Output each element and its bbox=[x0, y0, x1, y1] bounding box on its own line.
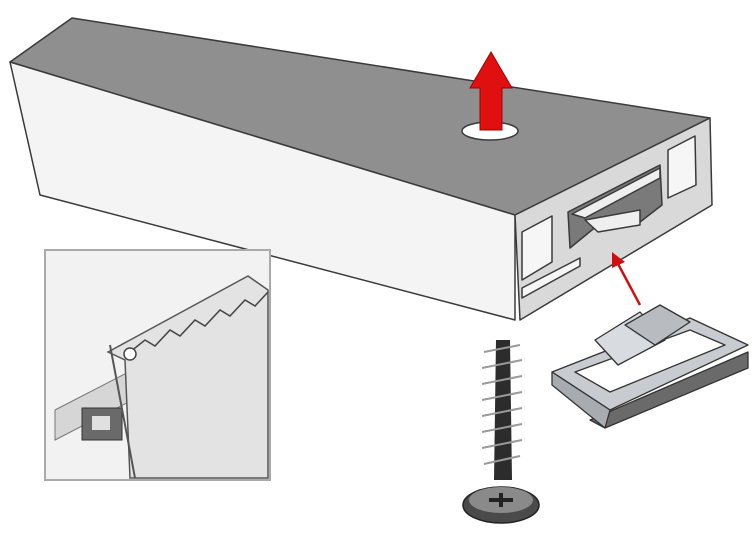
rail-front-face bbox=[9, 61, 516, 321]
end-chamber-right bbox=[667, 135, 697, 199]
inset-detail bbox=[44, 249, 271, 481]
mounting-clip bbox=[551, 304, 749, 429]
rail-profile bbox=[9, 17, 713, 321]
screw bbox=[462, 340, 540, 524]
slot-lip bbox=[571, 167, 661, 219]
end-chamber-left-lower bbox=[521, 257, 581, 299]
up-arrow-icon bbox=[469, 51, 513, 131]
end-chamber-left bbox=[521, 215, 553, 281]
pointer-arrow-icon bbox=[612, 252, 642, 306]
slot-lip-front bbox=[584, 209, 641, 233]
